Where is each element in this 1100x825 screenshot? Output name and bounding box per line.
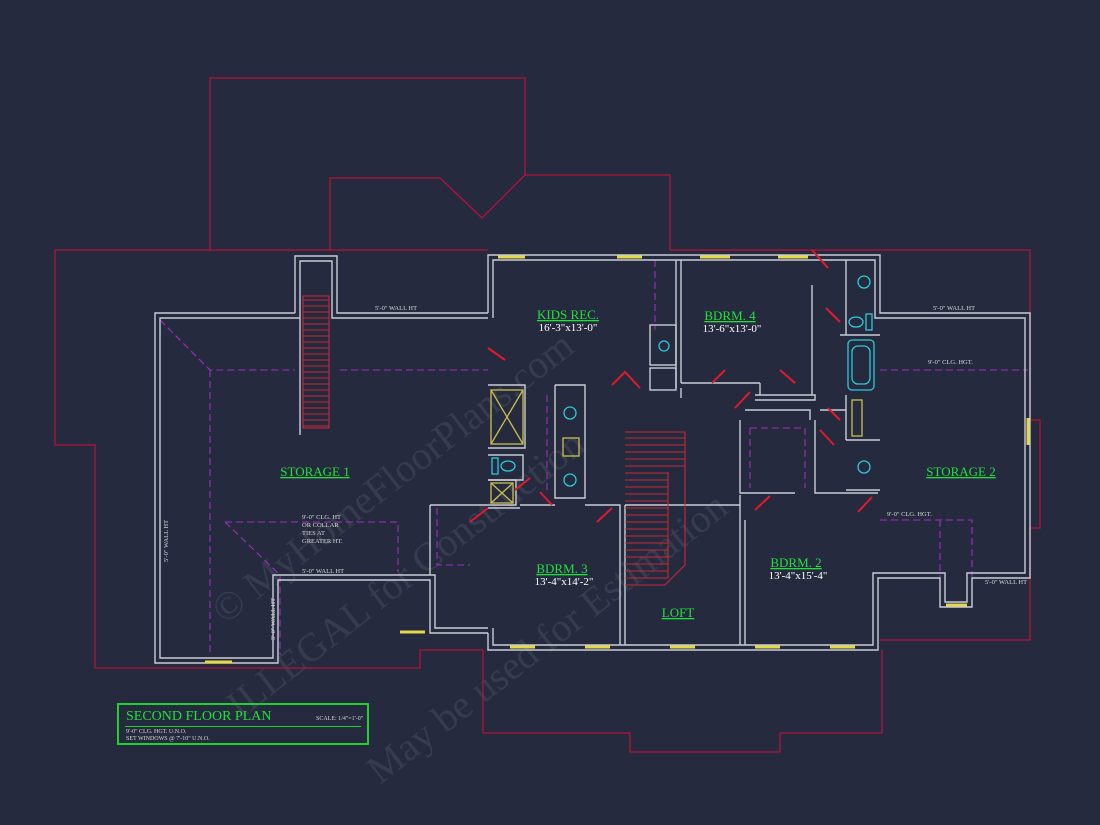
note-clg-hgt-right-low: 9'-0" CLG. HGT. xyxy=(887,511,932,518)
room-name-bdrm3: BDRM. 3 xyxy=(536,561,587,576)
room-size-kids-rec: 16'-3"x13'-0" xyxy=(539,322,598,334)
stair-left xyxy=(302,295,330,429)
stair-central xyxy=(625,431,686,586)
ceiling-lines xyxy=(159,260,1028,655)
wall-notes: 5'-0" WALL HT 5'-0" WALL HT 9'-0" CLG. H… xyxy=(163,305,1027,640)
room-name-storage1: STORAGE 1 xyxy=(280,464,349,479)
room-size-bdrm3: 13'-4"x14'-2" xyxy=(535,576,594,588)
room-size-bdrm4: 13'-6"x13'-0" xyxy=(703,323,762,335)
note-wall-ht-inner-vertical: 5'-0" WALL HT xyxy=(270,598,277,640)
note-collar-line-3: TIES AT xyxy=(302,530,325,537)
attic-hatch xyxy=(562,437,580,457)
plan-title: SECOND FLOOR PLAN xyxy=(126,709,272,724)
note-collar-line-4: GREATER HT. xyxy=(302,538,343,545)
room-name-loft: LOFT xyxy=(662,605,695,620)
note-wall-ht-top-right: 5'-0" WALL HT xyxy=(933,305,975,312)
door-swings xyxy=(469,249,873,523)
note-collar-line-2: OR COLLAR xyxy=(302,522,339,529)
room-size-bdrm2: 13'-4"x15'-4" xyxy=(769,570,828,582)
roof-outline xyxy=(54,77,1041,753)
room-labels: KIDS REC. 16'-3"x13'-0" BDRM. 4 13'-6"x1… xyxy=(280,307,995,620)
note-collar-line-1: 9'-0" CLG. HT xyxy=(302,514,341,521)
title-underline xyxy=(125,726,361,727)
watermark-line-3: May be used for Estimation xyxy=(358,483,736,792)
plan-note-windows: SET WINDOWS @ 7'-10" U.N.O. xyxy=(126,736,210,742)
note-wall-ht-mid-left: 5'-0" WALL HT xyxy=(302,568,344,575)
note-wall-ht-top-left: 5'-0" WALL HT xyxy=(375,305,417,312)
walls xyxy=(154,254,1031,664)
plumbing-fixtures xyxy=(490,275,875,504)
room-name-bdrm2: BDRM. 2 xyxy=(770,555,821,570)
room-name-bdrm4: BDRM. 4 xyxy=(704,308,756,323)
note-clg-hgt-right: 9'-0" CLG. HGT. xyxy=(928,359,973,366)
title-block: SECOND FLOOR PLAN SCALE: 1/4"=1'-0" 9'-0… xyxy=(117,703,369,745)
room-name-storage2: STORAGE 2 xyxy=(926,464,995,479)
note-wall-ht-left-vertical: 5'-0" WALL HT xyxy=(163,520,170,562)
plan-scale: SCALE: 1/4"=1'-0" xyxy=(316,716,364,722)
note-wall-ht-bottom-right: 5'-0" WALL HT xyxy=(985,579,1027,586)
room-name-kids-rec: KIDS REC. xyxy=(537,307,599,322)
windows xyxy=(205,255,1030,664)
plan-note-ceiling: 9'-0" CLG. HGT. U.N.O. xyxy=(126,729,187,735)
